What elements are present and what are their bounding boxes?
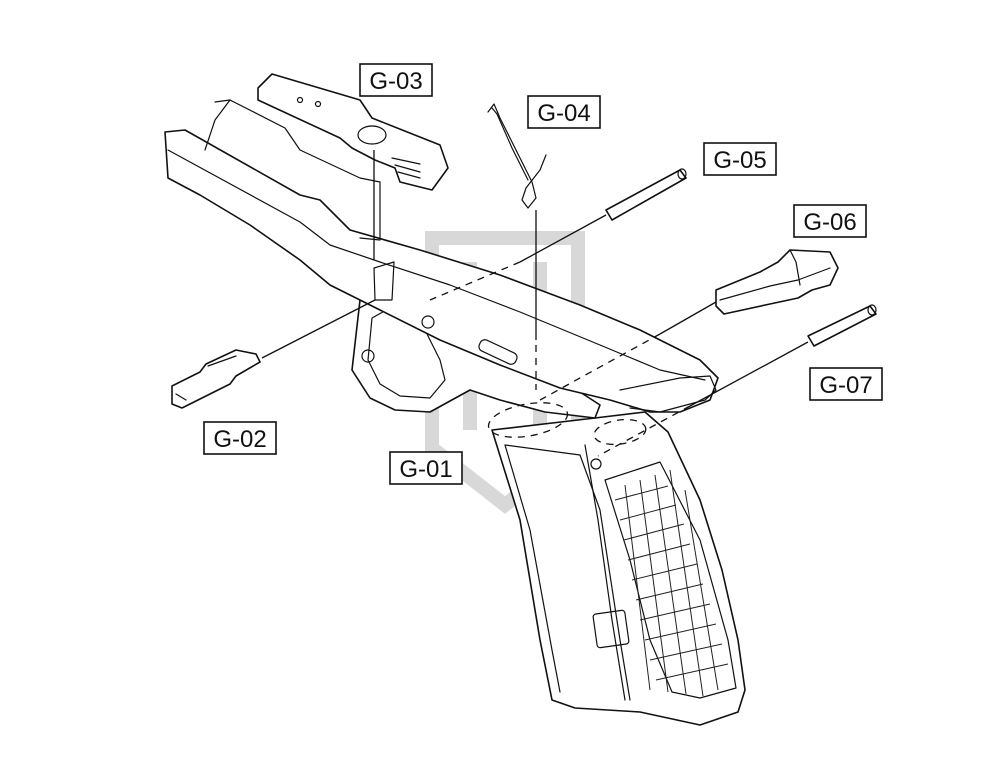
label-g07: G-07	[809, 367, 883, 401]
label-g01: G-01	[389, 451, 463, 485]
grip-texture	[614, 469, 729, 697]
label-g02: G-02	[203, 421, 277, 455]
svg-text:G-06: G-06	[803, 209, 856, 236]
label-g03: G-03	[359, 63, 433, 97]
spring-part	[487, 103, 547, 209]
svg-text:G-03: G-03	[369, 68, 422, 95]
label-g05: G-05	[703, 142, 777, 176]
takedown-lever-part	[171, 349, 261, 409]
locking-block-part	[257, 73, 449, 191]
label-g06: G-06	[793, 204, 867, 238]
label-g04: G-04	[527, 95, 601, 129]
frame-part	[164, 99, 746, 726]
svg-text:G-07: G-07	[819, 372, 872, 399]
pin-part-upper	[605, 168, 687, 221]
svg-text:G-02: G-02	[213, 426, 266, 453]
svg-text:G-04: G-04	[537, 100, 590, 127]
leader-lines	[261, 150, 809, 457]
trigger-housing-part	[715, 249, 839, 315]
pin-part-lower	[807, 304, 877, 347]
svg-text:G-01: G-01	[399, 456, 452, 483]
svg-text:G-05: G-05	[713, 147, 766, 174]
